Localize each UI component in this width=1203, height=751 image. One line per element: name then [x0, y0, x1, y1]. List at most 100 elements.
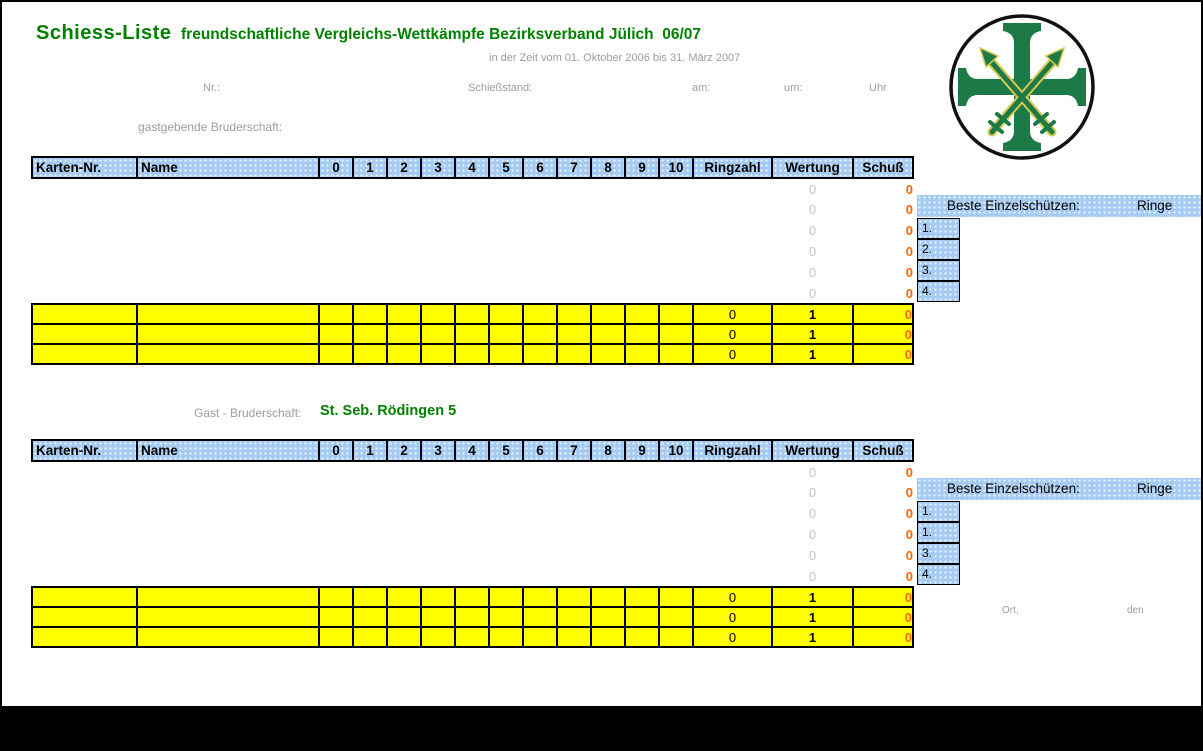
cell-empty — [319, 199, 353, 220]
cell-empty — [659, 241, 693, 262]
cell-empty — [488, 343, 524, 365]
cell-empty — [319, 283, 353, 304]
cell-empty — [523, 283, 557, 304]
cell-empty — [352, 586, 388, 608]
cell-empty — [556, 343, 592, 365]
cell-empty — [625, 545, 659, 566]
cell-empty — [523, 241, 557, 262]
cell-empty — [353, 545, 387, 566]
cell-empty — [421, 566, 455, 587]
cell-wertung-ghost: 0 — [808, 285, 817, 301]
cell-empty — [590, 626, 626, 648]
cell-empty — [136, 586, 320, 608]
cell-total-wertung: 1 — [771, 626, 854, 648]
cell-empty — [318, 343, 354, 365]
cell-empty — [137, 503, 319, 524]
cell-schuss-value: 0 — [905, 485, 913, 500]
cell-empty — [590, 606, 626, 628]
cell-empty — [386, 343, 422, 365]
cell-empty — [523, 482, 557, 503]
cell-wertung-ghost: 0 — [808, 485, 817, 500]
cell-empty — [625, 241, 659, 262]
cell-empty — [318, 303, 354, 325]
cell-empty — [659, 461, 693, 482]
cell-empty — [489, 461, 523, 482]
cell-empty — [624, 626, 660, 648]
cell-empty — [522, 303, 558, 325]
cell-empty — [420, 303, 456, 325]
cell-empty — [658, 303, 694, 325]
rank-cell: 1. — [917, 501, 960, 522]
rank-cell: 1. — [917, 218, 960, 239]
cell-empty — [455, 220, 489, 241]
cell-empty — [591, 545, 625, 566]
cell-empty — [318, 626, 354, 648]
cell-total-schuss: 0 — [852, 323, 914, 345]
cell-empty — [319, 524, 353, 545]
cell-empty — [659, 283, 693, 304]
cell-empty — [659, 503, 693, 524]
col-header-3: 3 — [420, 156, 456, 179]
cell-empty — [455, 178, 489, 199]
cell-empty — [624, 586, 660, 608]
best-shooters-unit: Ringe — [1137, 198, 1173, 213]
cell-empty — [591, 241, 625, 262]
cell-schuss-value: 0 — [905, 202, 913, 217]
cell-empty — [31, 606, 138, 628]
cell-empty — [489, 545, 523, 566]
cell-empty — [625, 283, 659, 304]
cell-wertung-ghost: 0 — [808, 202, 817, 217]
cell-empty — [421, 482, 455, 503]
cell-empty — [32, 178, 137, 199]
cell-empty — [31, 586, 138, 608]
cell-schuss-value: 0 — [905, 527, 913, 542]
rank-cell: 1. — [917, 522, 960, 543]
cell-total-schuss: 0 — [852, 606, 914, 628]
cell-empty — [454, 606, 490, 628]
cell-empty — [137, 241, 319, 262]
cell-empty — [488, 626, 524, 648]
col-header-4: 4 — [454, 156, 490, 179]
col-header-name: Name — [136, 156, 320, 179]
cell-empty — [387, 482, 421, 503]
cell-empty — [523, 545, 557, 566]
cell-empty — [32, 545, 137, 566]
cell-empty — [136, 343, 320, 365]
cell-empty — [489, 241, 523, 262]
col-header-9: 9 — [624, 439, 660, 462]
cell-empty — [591, 262, 625, 283]
col-header-schu: Schuß — [852, 439, 914, 462]
cell-empty — [353, 241, 387, 262]
cell-empty — [421, 178, 455, 199]
cell-empty — [659, 566, 693, 587]
cell-empty — [353, 566, 387, 587]
cell-empty — [319, 545, 353, 566]
cell-empty — [625, 524, 659, 545]
cell-empty — [455, 566, 489, 587]
cell-total-ringzahl: 0 — [692, 343, 773, 365]
crossed-arrows-icon — [978, 46, 1066, 137]
col-header-5: 5 — [488, 156, 524, 179]
cell-empty — [625, 178, 659, 199]
cell-empty — [625, 503, 659, 524]
rank-cell: 3. — [917, 260, 960, 281]
cell-empty — [318, 586, 354, 608]
cell-total-schuss: 0 — [852, 343, 914, 365]
cell-empty — [625, 220, 659, 241]
cell-empty — [556, 303, 592, 325]
best-shooters-title: Beste Einzelschützen: — [947, 198, 1080, 213]
cell-empty — [31, 303, 138, 325]
cell-empty — [693, 461, 772, 482]
best-shooters-panel-header-home: Beste Einzelschützen: Ringe — [917, 195, 1201, 217]
rank-cell: 3. — [917, 543, 960, 564]
cell-total-ringzahl: 0 — [692, 303, 773, 325]
cell-empty — [454, 586, 490, 608]
cell-wertung-ghost: 0 — [808, 548, 817, 563]
cell-empty — [522, 606, 558, 628]
cell-empty — [489, 178, 523, 199]
cell-empty — [590, 343, 626, 365]
cell-empty — [455, 524, 489, 545]
